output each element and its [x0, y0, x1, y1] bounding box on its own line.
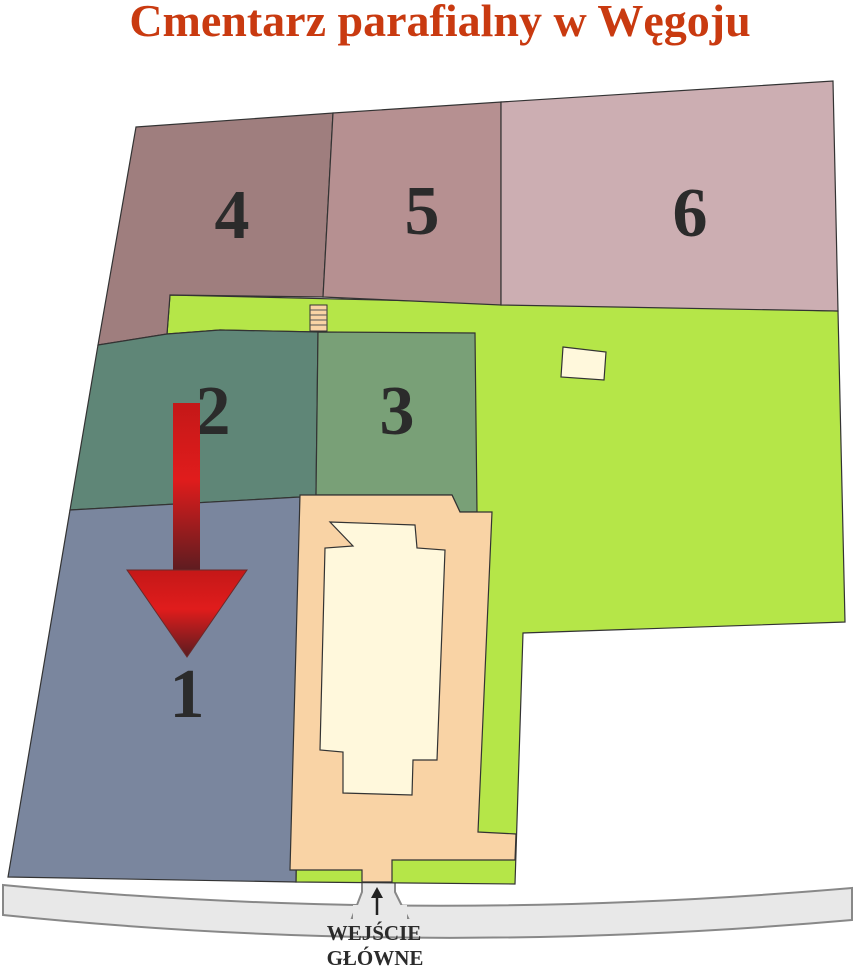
- stairs: [309, 304, 328, 332]
- section-5-label: 5: [405, 173, 440, 250]
- section-6-label: 6: [673, 175, 708, 252]
- road: [2, 883, 853, 939]
- arrow-up-icon: [371, 887, 383, 915]
- church-building: [319, 521, 446, 796]
- arrow-down-icon: [126, 403, 248, 658]
- section-6[interactable]: [500, 80, 839, 312]
- section-2-label: 2: [196, 373, 231, 450]
- entrance-label-line1: WEJŚCIE: [327, 921, 422, 945]
- entrance-label-line2: GŁÓWNE: [327, 946, 424, 968]
- map-title: Cmentarz parafialny w Węgoju: [129, 0, 750, 46]
- small-building: [560, 346, 607, 381]
- section-3-label: 3: [380, 373, 415, 450]
- section-1-label: 1: [170, 656, 205, 733]
- section-1[interactable]: [7, 496, 301, 883]
- section-4-label: 4: [215, 177, 250, 254]
